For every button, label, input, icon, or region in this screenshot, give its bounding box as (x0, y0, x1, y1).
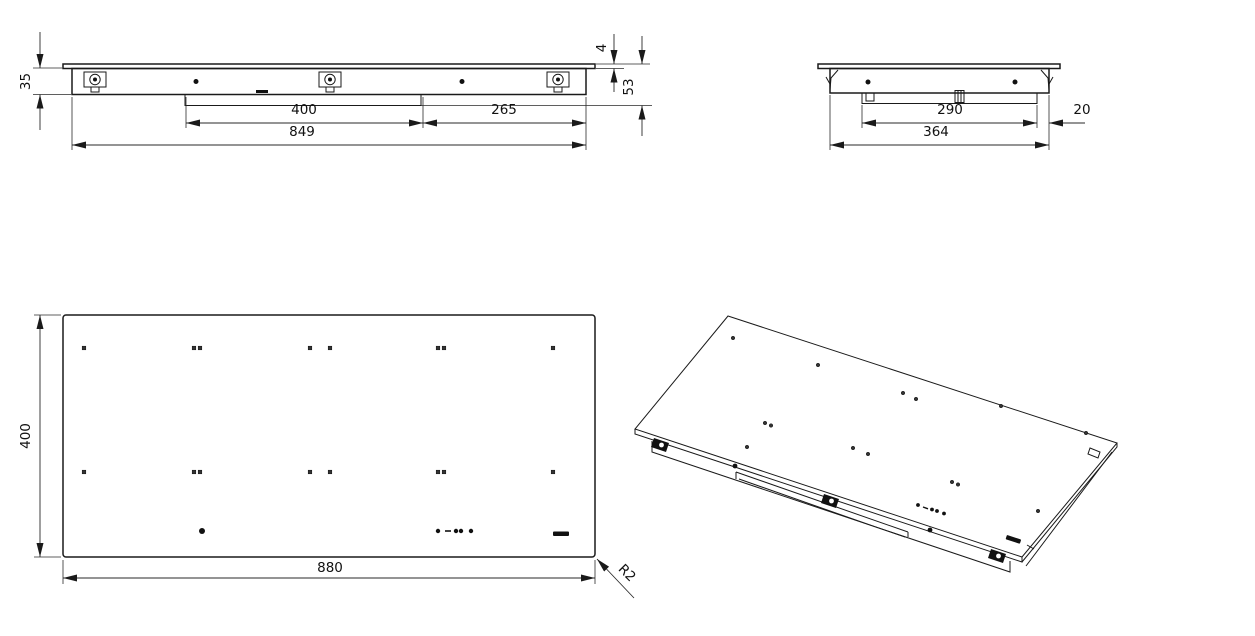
front-underbox-vent (256, 90, 268, 93)
plan-zone-pips-top (81, 345, 556, 351)
iso-corner-tick (1026, 544, 1035, 550)
iso-glass-edge (634, 429, 1118, 563)
dim-glass-depth: 400 (18, 314, 61, 558)
dim-label-plan-400: 400 (18, 423, 34, 449)
iso-clamp-icon (988, 549, 1006, 563)
plan-sensor-dot (199, 528, 205, 534)
dim-overall-height: 53 (421, 36, 652, 136)
iso-screw-dot (732, 463, 738, 469)
dim-body-height: 35 (18, 32, 71, 130)
mounting-clamp-icon (546, 71, 570, 93)
dim-label-20: 20 (1073, 102, 1090, 118)
plan-glass-outline (62, 314, 596, 558)
dim-glass-width: 880 (62, 560, 596, 584)
dim-glass-thickness: 4 (594, 34, 650, 92)
iso-screw-dot (927, 527, 933, 533)
front-underbox (184, 94, 422, 106)
brand-logo-mark (553, 531, 569, 536)
dim-underbox-to-edge: 265 (423, 97, 587, 150)
dim-label-35: 35 (18, 73, 34, 90)
side-screw-dot (1012, 79, 1018, 85)
iso-brand-logo-mark (1005, 535, 1021, 544)
dim-label-364: 364 (923, 124, 949, 140)
dim-label-4: 4 (594, 44, 610, 53)
dim-edge-gap: 20 (1048, 95, 1091, 150)
dim-underbox-depth: 290 (861, 102, 1038, 128)
front-view: 35 4 53 400 265 (18, 32, 652, 150)
iso-underbox-rail (735, 471, 909, 538)
iso-control-markings (916, 503, 946, 516)
dim-label-290: 290 (937, 102, 963, 118)
dim-label-880: 880 (317, 560, 343, 576)
iso-zone-pips (730, 335, 1089, 514)
mounting-clamp-icon (83, 71, 107, 93)
dim-label-849: 849 (289, 124, 315, 140)
side-hook-clamp-icon (825, 69, 839, 91)
side-screw-dot (865, 79, 871, 85)
mounting-clamp-icon (318, 71, 342, 93)
side-view: 290 20 364 (817, 63, 1091, 150)
side-underbox-center-tab (954, 90, 965, 103)
side-hook-clamp-icon (1040, 69, 1054, 91)
iso-clamp-icon (651, 438, 669, 452)
iso-clamp-icon (821, 494, 839, 508)
dim-corner-radius: R2 (596, 558, 639, 599)
dim-body-width: 849 (71, 97, 586, 150)
plan-zone-pips-middle (81, 469, 556, 475)
plan-control-markings (435, 528, 474, 534)
side-underbox (861, 92, 1038, 104)
front-screw-dot (193, 79, 199, 84)
dim-body-depth: 364 (829, 95, 1049, 150)
plan-view: 400 880 R2 (18, 314, 639, 599)
iso-corner-bracket (1087, 447, 1101, 459)
dim-label-53: 53 (621, 78, 637, 95)
iso-body-band (651, 441, 1113, 573)
dim-label-265: 265 (491, 102, 517, 118)
front-screw-dot (459, 79, 465, 84)
side-underbox-tab (865, 92, 875, 102)
dim-label-400: 400 (291, 102, 317, 118)
isometric-view (634, 315, 1118, 573)
